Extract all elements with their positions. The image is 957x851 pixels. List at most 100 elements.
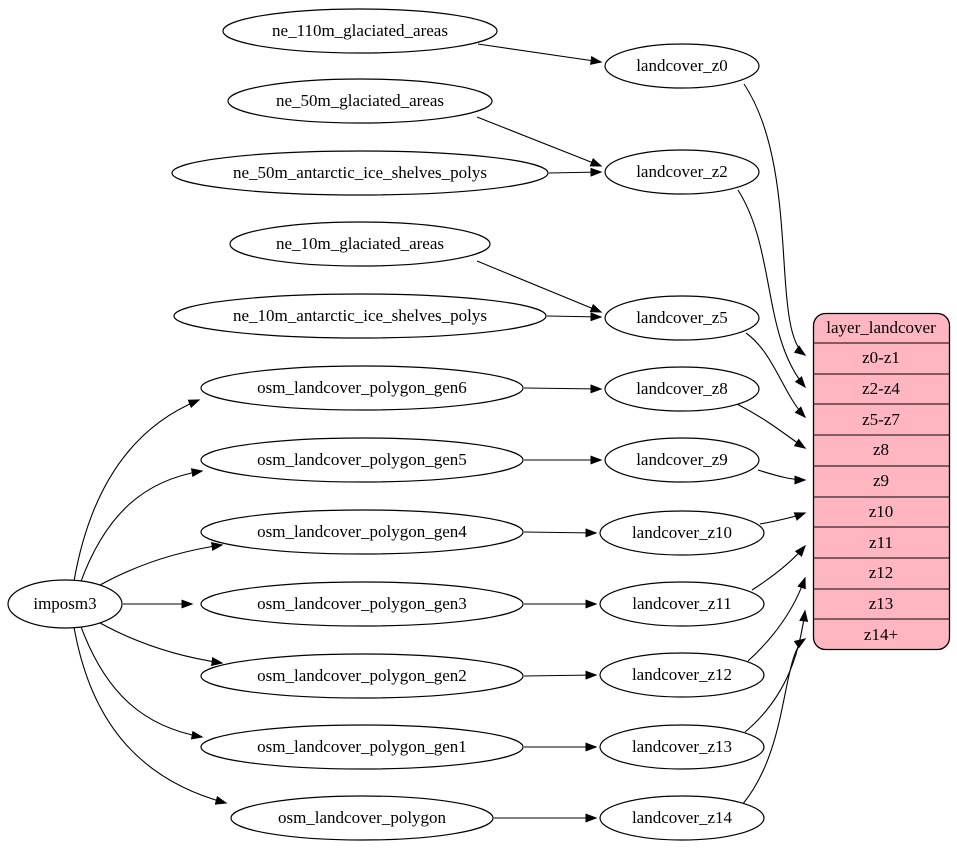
ne_50m_glaciated_areas-shape	[227, 78, 493, 124]
edge-osm_landcover_polygon_gen6-landcover_z8	[523, 384, 603, 394]
node-ne_10m_antarctic_ice_shelves_polys: ne_10m_antarctic_ice_shelves_polys	[173, 293, 547, 339]
node-landcover_z14: landcover_z14	[599, 795, 765, 841]
osm_landcover_polygon_gen2-label: osm_landcover_polygon_gen2	[257, 666, 467, 685]
node-ne_10m_glaciated_areas: ne_10m_glaciated_areas	[229, 221, 491, 267]
osm_landcover_polygon_gen2-shape	[200, 653, 524, 699]
landcover_z2-shape	[604, 149, 760, 195]
landcover_z0-label: landcover_z0	[636, 56, 728, 75]
landcover_z11-label: landcover_z11	[632, 594, 731, 613]
edge-landcover_z8-row-z8	[736, 403, 807, 449]
table-row-label-z2-z4: z2-z4	[862, 379, 900, 398]
node-ne_50m_glaciated_areas: ne_50m_glaciated_areas	[227, 78, 493, 124]
node-landcover_z9: landcover_z9	[604, 437, 760, 483]
edge-ne_110m_glaciated_areas-landcover_z0	[477, 43, 603, 65]
osm_landcover_polygon_gen3-shape	[200, 581, 524, 627]
node-ne_110m_glaciated_areas: ne_110m_glaciated_areas	[222, 8, 498, 54]
landcover_z0-shape	[604, 43, 760, 89]
node-landcover_z10: landcover_z10	[599, 510, 765, 556]
node-osm_landcover_polygon_gen3: osm_landcover_polygon_gen3	[200, 581, 524, 627]
osm_landcover_polygon_gen5-label: osm_landcover_polygon_gen5	[257, 450, 467, 469]
node-imposm3: imposm3	[7, 579, 123, 629]
edge-ne_50m_glaciated_areas-landcover_z2	[476, 116, 603, 167]
node-landcover_z11: landcover_z11	[599, 581, 765, 627]
edge-ne_10m_glaciated_areas-landcover_z5	[476, 260, 603, 313]
landcover_z10-label: landcover_z10	[632, 523, 732, 542]
table-row-label-z0-z1: z0-z1	[862, 348, 900, 367]
node-osm_landcover_polygon_gen6: osm_landcover_polygon_gen6	[200, 365, 524, 411]
osm_landcover_polygon-label: osm_landcover_polygon	[278, 808, 447, 827]
landcover_z12-label: landcover_z12	[632, 665, 732, 684]
edge-landcover_z14-row-z14plus	[741, 638, 807, 806]
node-landcover_z13: landcover_z13	[599, 724, 765, 770]
ne_10m_antarctic_ice_shelves_polys-label: ne_10m_antarctic_ice_shelves_polys	[233, 306, 487, 325]
ne_50m_antarctic_ice_shelves_polys-label: ne_50m_antarctic_ice_shelves_polys	[233, 163, 487, 182]
edge-landcover_z2-row-z2-z4	[737, 189, 806, 389]
landcover_z14-shape	[599, 795, 765, 841]
edge-landcover_z12-row-z12	[747, 576, 806, 662]
edge-landcover_z11-row-z11	[751, 544, 806, 591]
ne_10m_glaciated_areas-shape	[229, 221, 491, 267]
landcover_z9-label: landcover_z9	[636, 450, 728, 469]
landcover_z12-shape	[599, 652, 765, 698]
edge-imposm3-osm_landcover_polygon_gen4	[92, 542, 224, 590]
table-row-label-z9: z9	[873, 471, 889, 490]
edge-ne_50m_antarctic_ice_shelves_polys-landcover_z2	[548, 167, 603, 177]
ne_10m_glaciated_areas-label: ne_10m_glaciated_areas	[276, 234, 444, 253]
edges-layer	[73, 43, 809, 823]
edge-landcover_z5-row-z5-z7	[745, 332, 807, 419]
node-landcover_z2: landcover_z2	[604, 149, 760, 195]
osm_landcover_polygon-shape	[230, 795, 494, 841]
landcover_z13-shape	[599, 724, 765, 770]
osm_landcover_polygon_gen6-shape	[200, 365, 524, 411]
landcover_z9-shape	[604, 437, 760, 483]
table-row-label-z12: z12	[869, 563, 894, 582]
nodes-layer: imposm3 ne_110m_glaciated_areas ne_50m_g…	[7, 8, 765, 841]
node-landcover_z0: landcover_z0	[604, 43, 760, 89]
edge-osm_landcover_polygon_gen2-landcover_z12	[523, 670, 598, 680]
node-landcover_z12: landcover_z12	[599, 652, 765, 698]
node-osm_landcover_polygon_gen4: osm_landcover_polygon_gen4	[200, 509, 524, 555]
table-row-label-z13: z13	[869, 594, 894, 613]
osm_landcover_polygon_gen1-label: osm_landcover_polygon_gen1	[257, 737, 467, 756]
osm_landcover_polygon_gen6-label: osm_landcover_polygon_gen6	[257, 378, 467, 397]
ne_110m_glaciated_areas-shape	[222, 8, 498, 54]
node-osm_landcover_polygon_gen1: osm_landcover_polygon_gen1	[200, 724, 524, 770]
ne_50m_antarctic_ice_shelves_polys-shape	[171, 150, 549, 196]
edge-imposm3-osm_landcover_polygon_gen1	[79, 623, 204, 740]
ne_50m_glaciated_areas-label: ne_50m_glaciated_areas	[276, 91, 444, 110]
node-osm_landcover_polygon_gen5: osm_landcover_polygon_gen5	[200, 437, 524, 483]
osm_landcover_polygon_gen4-label: osm_landcover_polygon_gen4	[257, 522, 467, 541]
landcover_z5-label: landcover_z5	[636, 308, 728, 327]
edge-imposm3-osm_landcover_polygon_gen6	[73, 399, 201, 582]
osm_landcover_polygon_gen1-shape	[200, 724, 524, 770]
node-osm_landcover_polygon_gen2: osm_landcover_polygon_gen2	[200, 653, 524, 699]
table-frame	[812, 312, 951, 651]
landcover_z8-shape	[604, 366, 760, 412]
osm_landcover_polygon_gen3-label: osm_landcover_polygon_gen3	[257, 594, 467, 613]
imposm3-label: imposm3	[33, 594, 96, 613]
node-landcover_z8: landcover_z8	[604, 366, 760, 412]
edge-imposm3-osm_landcover_polygon_gen2	[92, 618, 224, 666]
edge-imposm3-osm_landcover_polygon	[73, 626, 228, 805]
landcover_z13-label: landcover_z13	[632, 737, 732, 756]
edge-landcover_z9-row-z9	[757, 469, 807, 485]
node-landcover_z5: landcover_z5	[604, 295, 760, 341]
table-row-label-z14plus: z14+	[864, 625, 898, 644]
edge-osm_landcover_polygon_gen4-landcover_z10	[523, 528, 598, 538]
ne_10m_antarctic_ice_shelves_polys-shape	[173, 293, 547, 339]
landcover_z14-label: landcover_z14	[632, 808, 733, 827]
node-osm_landcover_polygon: osm_landcover_polygon	[230, 795, 494, 841]
ne_110m_glaciated_areas-label: ne_110m_glaciated_areas	[272, 21, 448, 40]
table-row-label-z5-z7: z5-z7	[862, 410, 900, 429]
edge-ne_10m_antarctic_ice_shelves_polys-landcover_z5	[546, 312, 603, 322]
landcover_z11-shape	[599, 581, 765, 627]
landcover_z8-label: landcover_z8	[636, 379, 728, 398]
table-row-label-z11: z11	[869, 533, 893, 552]
table-title: layer_landcover	[826, 318, 936, 337]
imposm3-shape	[7, 579, 123, 629]
osm_landcover_polygon_gen5-shape	[200, 437, 524, 483]
landcover_z5-shape	[604, 295, 760, 341]
table-row-label-z8: z8	[873, 440, 889, 459]
